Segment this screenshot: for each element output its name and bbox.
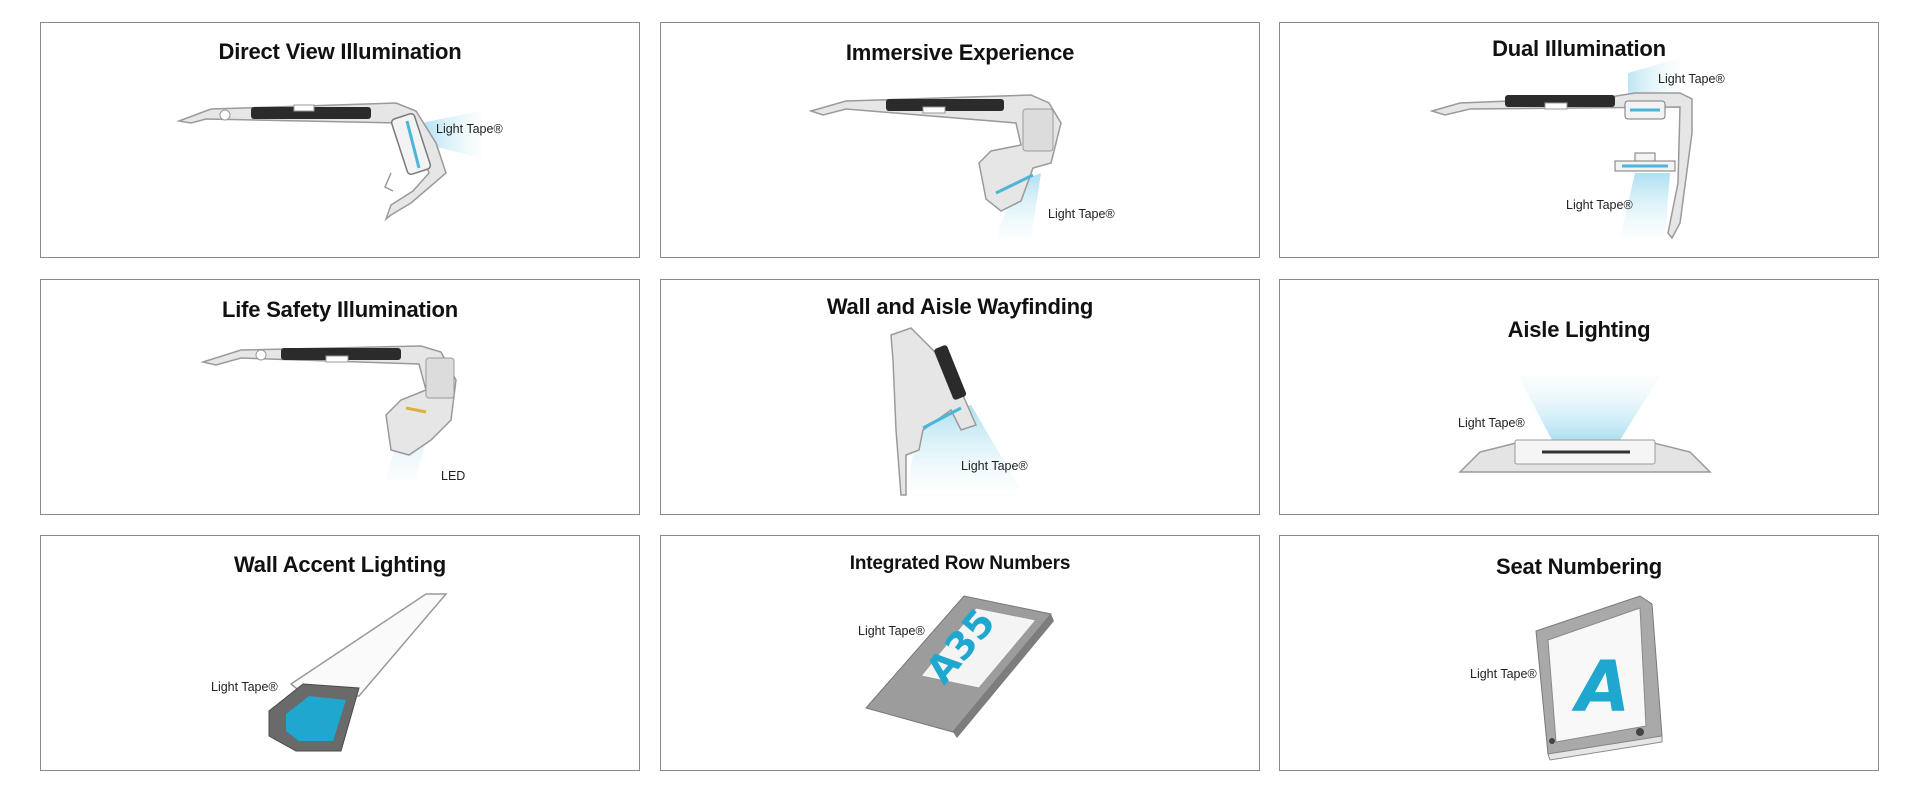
panel-immersive-experience: Immersive Experience Light Tape® — [660, 22, 1260, 258]
panel-seat-numbering: Seat Numbering A Light Tape® — [1279, 535, 1879, 771]
aisle-profile-diagram: Light Tape® — [1458, 376, 1712, 473]
panel-title: Direct View Illumination — [218, 39, 462, 64]
panel-integrated-row-numbers: Integrated Row Numbers A35 Light Tape® — [660, 535, 1260, 771]
light-beam — [1518, 376, 1660, 440]
light-tape-label: Light Tape® — [436, 122, 503, 136]
wall-profile-diagram: Light Tape® — [890, 327, 1028, 496]
tread-insert — [886, 99, 1004, 111]
light-tape-label: Light Tape® — [1470, 667, 1537, 681]
number-plate — [920, 607, 1037, 689]
panel-title: Aisle Lighting — [1507, 317, 1651, 342]
stair-nosing-diagram: Light Tape® — [808, 94, 1115, 238]
panel-wall-and-aisle-wayfinding: Wall and Aisle Wayfinding Light Tape® — [660, 279, 1260, 515]
light-tape-label-top: Light Tape® — [1658, 72, 1725, 86]
light-tape-label: Light Tape® — [1048, 207, 1115, 221]
panel-title: Integrated Row Numbers — [849, 553, 1071, 574]
stair-nosing-diagram: Light Tape® Light Tape® — [1429, 58, 1725, 240]
row-number-diagram: A35 Light Tape® — [858, 595, 1054, 738]
panel-title: Life Safety Illumination — [221, 297, 458, 322]
tread-insert — [281, 348, 401, 360]
seat-number-diagram: A Light Tape® — [1470, 595, 1663, 761]
tread-insert — [934, 345, 967, 400]
light-tape-channel-bottom — [1614, 152, 1676, 172]
panel-title: Seat Numbering — [1496, 554, 1662, 579]
panel-direct-view-illumination: Direct View Illumination Light Tape® — [40, 22, 640, 258]
aluminum-profile — [1429, 92, 1693, 240]
light-beam-bottom — [1620, 173, 1670, 238]
light-tape — [286, 696, 346, 741]
diffuser-cover — [289, 593, 448, 697]
light-tape-label: Light Tape® — [1458, 416, 1525, 430]
light-beam — [996, 173, 1041, 238]
panel-aisle-lighting: Aisle Lighting Light Tape® — [1279, 279, 1879, 515]
wall-accent-diagram: Light Tape® — [211, 593, 448, 752]
tread-insert — [251, 107, 371, 119]
stair-nosing-diagram: LED — [200, 345, 465, 483]
light-tape-label-bottom: Light Tape® — [1566, 198, 1633, 212]
aluminum-profile — [808, 94, 1062, 212]
tread-insert — [1505, 95, 1615, 107]
sign-face — [1547, 607, 1647, 743]
light-tape-channel — [390, 113, 432, 175]
light-tape-label: Light Tape® — [858, 624, 925, 638]
light-tape-label: Light Tape® — [961, 459, 1028, 473]
seat-letter-text: A — [1571, 646, 1630, 728]
aluminum-profile — [176, 102, 447, 222]
panel-title: Dual Illumination — [1492, 36, 1666, 61]
panel-life-safety-illumination: Life Safety Illumination LED — [40, 279, 640, 515]
panel-wall-accent-lighting: Wall Accent Lighting Light Tape® — [40, 535, 640, 771]
light-tape-label: Light Tape® — [211, 680, 278, 694]
stair-nosing-diagram: Light Tape® — [176, 102, 503, 222]
panel-dual-illumination: Dual Illumination Light Tape® Light Tape… — [1279, 22, 1879, 258]
led-label: LED — [441, 469, 465, 483]
panel-title: Wall and Aisle Wayfinding — [826, 294, 1094, 319]
light-beam — [906, 405, 1021, 490]
panel-title: Wall Accent Lighting — [234, 552, 446, 577]
panel-title: Immersive Experience — [845, 40, 1075, 65]
